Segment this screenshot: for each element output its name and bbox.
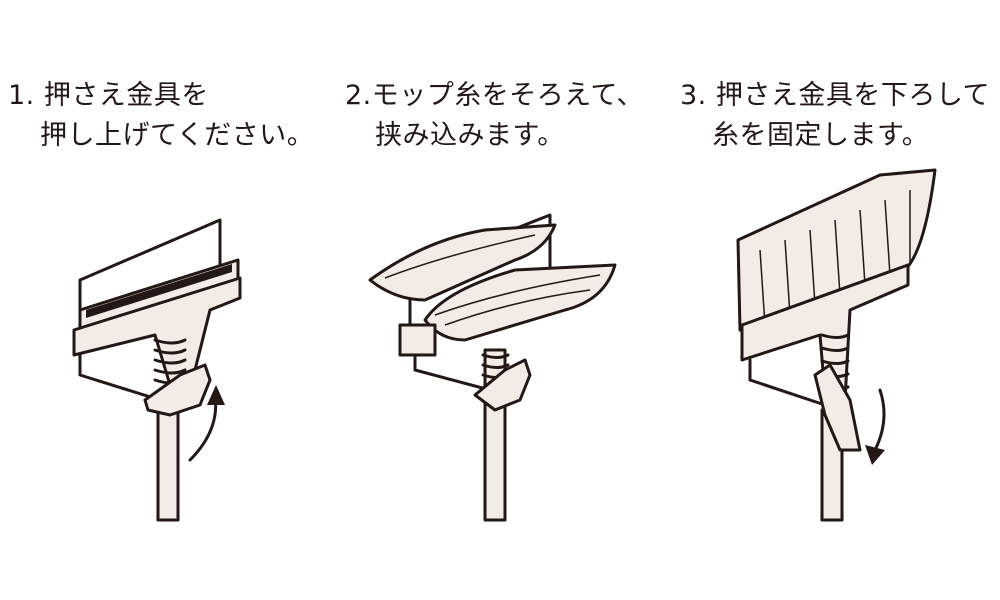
clamp-lever — [143, 363, 212, 417]
step-2-line-2: 挟み込みます。 — [375, 120, 565, 151]
step-1-line-1: 1. 押さえ金具を — [8, 80, 209, 111]
mop-threads-insert-illustration — [368, 213, 617, 522]
mop-handle — [156, 398, 180, 522]
spring-icon — [153, 338, 187, 385]
mop-threads-back — [368, 223, 557, 302]
clamp-lever — [473, 358, 532, 412]
mop-clamp-open-illustration — [72, 218, 242, 522]
clamp-bar — [86, 264, 232, 318]
spring-icon — [820, 333, 850, 391]
step-2-line-1: 2.モップ糸をそろえて、 — [345, 80, 645, 111]
step-3-line-2: 糸を固定します。 — [712, 120, 930, 151]
mop-clamp-closed-illustration — [736, 168, 937, 522]
clamp-bracket — [78, 218, 222, 332]
arrow-down-icon — [873, 388, 886, 452]
step-3-line-1: 3. 押さえ金具を下ろして — [680, 80, 991, 111]
step-1-line-2: 押し上げてください。 — [40, 120, 315, 151]
clamp-lever — [813, 363, 862, 452]
